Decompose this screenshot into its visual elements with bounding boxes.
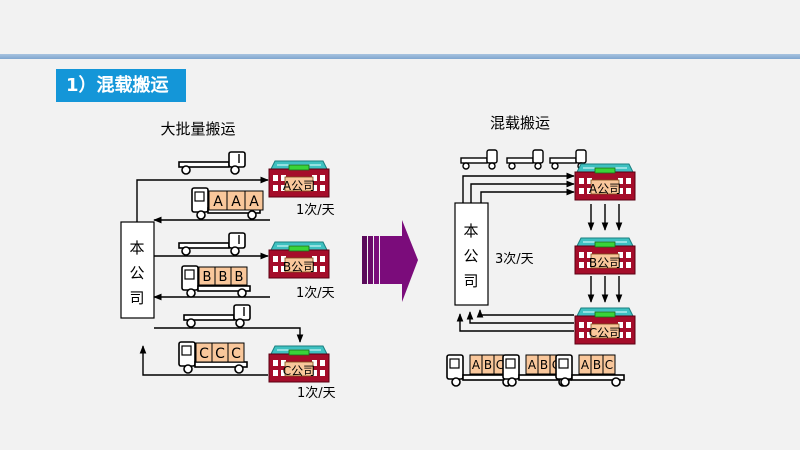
- right-hq-char-1: 本: [463, 222, 478, 240]
- left-empty-truck-b: [178, 232, 246, 256]
- store-label: B公司: [283, 260, 315, 274]
- store-label: C公司: [283, 364, 315, 378]
- cargo-label: B: [219, 270, 228, 285]
- left-store-b: B公司: [268, 241, 330, 279]
- transition-arrow-icon: [362, 220, 418, 302]
- store-label: A公司: [283, 179, 315, 193]
- left-freq-b: 1次/天: [296, 285, 335, 301]
- right-store-a: A公司: [574, 163, 636, 201]
- left-title: 大批量搬运: [160, 120, 235, 138]
- cargo-label: A: [581, 358, 590, 372]
- store-label: B公司: [589, 256, 621, 270]
- left-hq-char-1: 本: [129, 239, 144, 257]
- left-store-c: C公司: [268, 345, 330, 383]
- cargo-label: B: [593, 358, 601, 372]
- left-routes: [136, 176, 304, 376]
- cargo-label: C: [199, 346, 209, 362]
- left-loaded-truck-c: C C C: [178, 341, 248, 374]
- cargo-label: C: [605, 358, 613, 372]
- right-hq-box: 本 公 司: [454, 202, 489, 306]
- left-freq-a: 1次/天: [296, 202, 335, 218]
- right-routes: [456, 172, 623, 332]
- cargo-label: B: [235, 270, 244, 285]
- left-freq-c: 1次/天: [297, 385, 336, 401]
- left-empty-truck-c: [183, 304, 251, 328]
- right-store-c: C公司: [574, 307, 636, 345]
- cargo-label: B: [203, 270, 212, 285]
- section-title: 1）混载搬运: [56, 69, 186, 102]
- left-loaded-truck-a: A A A: [191, 187, 264, 220]
- right-title: 混载搬运: [490, 114, 550, 132]
- left-loaded-truck-b: B B B: [181, 265, 251, 298]
- cargo-label: A: [249, 194, 259, 210]
- right-top-trucks: [460, 149, 587, 170]
- left-store-a: A公司: [268, 160, 330, 198]
- cargo-label: C: [215, 346, 225, 362]
- cargo-label: A: [528, 358, 537, 372]
- left-hq-char-2: 公: [129, 264, 144, 282]
- right-freq: 3次/天: [495, 251, 534, 267]
- right-hq-char-2: 公: [463, 247, 478, 265]
- cargo-label: C: [231, 346, 241, 362]
- cargo-label: B: [484, 358, 492, 372]
- cargo-label: A: [213, 194, 223, 210]
- cargo-label: A: [231, 194, 241, 210]
- right-hq-char-3: 司: [463, 272, 478, 290]
- left-hq-char-3: 司: [129, 289, 144, 307]
- store-label: C公司: [589, 326, 621, 340]
- right-store-b: B公司: [574, 237, 636, 275]
- left-empty-truck-a: [178, 151, 246, 175]
- left-hq-box: 本 公 司: [120, 221, 155, 319]
- cargo-label: C: [496, 358, 504, 372]
- cargo-label: B: [540, 358, 548, 372]
- right-mixed-truck-3: A B C: [555, 354, 625, 387]
- cargo-label: A: [472, 358, 481, 372]
- store-label: A公司: [589, 182, 621, 196]
- header-rule: [0, 54, 800, 59]
